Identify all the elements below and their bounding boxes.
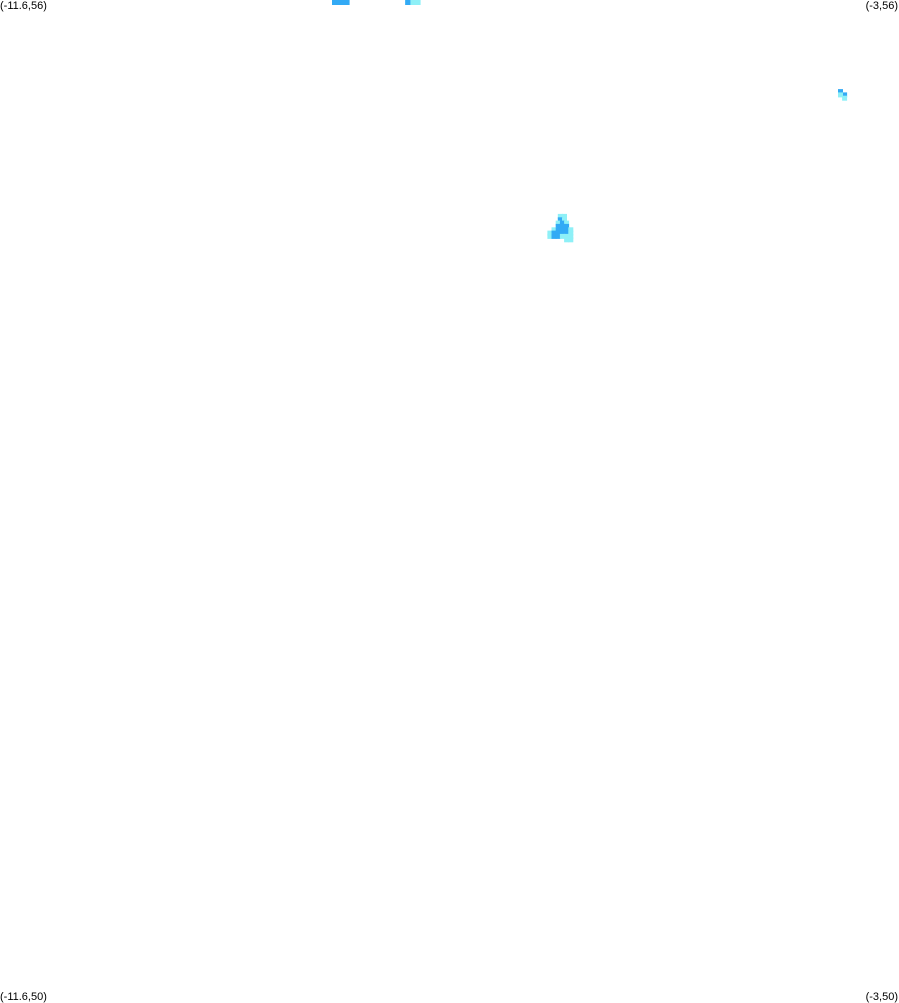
raster-cell [555, 227, 561, 233]
raster-cell [405, 0, 411, 5]
raster-cell [564, 230, 570, 236]
raster-cell [568, 227, 574, 233]
raster-cell [564, 220, 570, 226]
raster-cell [336, 0, 342, 5]
raster-cell [838, 92, 843, 98]
raster-cell [564, 237, 570, 243]
corner-label-top-left: (-11.6,56) [0, 0, 47, 12]
raster-cell [559, 227, 565, 233]
raster-cell [568, 230, 574, 236]
raster-cell [557, 217, 563, 223]
raster-cell [564, 227, 570, 233]
raster-cell [568, 233, 574, 239]
raster-cell [838, 89, 843, 95]
corner-label-top-right: (-3,56) [865, 0, 898, 12]
raster-cell [557, 213, 563, 219]
raster-cell [555, 230, 561, 236]
raster-cell [842, 92, 848, 98]
raster-cell [555, 220, 561, 226]
cluster-east-small [838, 89, 848, 101]
raster-cell [551, 233, 557, 239]
raster-cell [842, 95, 848, 101]
raster-cell [413, 0, 419, 5]
cluster-top-cyan [405, 0, 421, 5]
raster-cell [559, 223, 565, 229]
raster-cell [564, 223, 570, 229]
raster-cell [340, 0, 346, 5]
raster-cell [555, 223, 561, 229]
raster-cell [559, 220, 565, 226]
raster-cell [547, 230, 553, 236]
raster-cell [562, 217, 567, 223]
cluster-top-blue [332, 0, 350, 5]
raster-cell [568, 237, 574, 243]
cluster-central [547, 213, 574, 243]
raster-cell [564, 233, 570, 239]
raster-cell [551, 230, 557, 236]
raster-cell [562, 213, 567, 219]
raster-cell [559, 230, 565, 236]
raster-cell [551, 227, 557, 233]
raster-cell [410, 0, 416, 5]
raster-cell [547, 233, 553, 239]
raster-cell [559, 233, 565, 239]
raster-cell [555, 233, 561, 239]
